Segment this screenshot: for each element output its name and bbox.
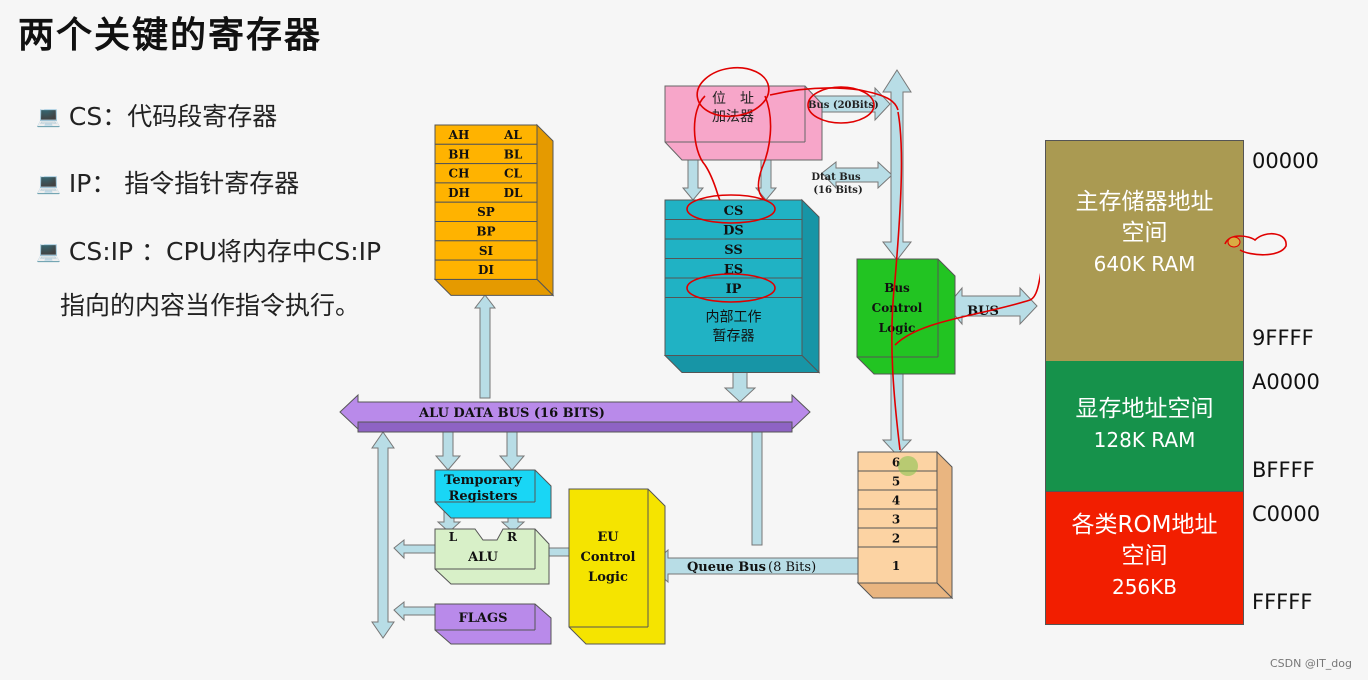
address-adder: 位 址 加法器 — [664, 85, 823, 161]
gp-register-block: AH AL BH BL CH CL DH DL SP BP SI DI — [433, 123, 555, 297]
flags-register: FLAGS — [434, 603, 552, 645]
segment-register: IP — [726, 282, 742, 297]
alu-l-label: L — [449, 530, 458, 544]
svg-text:Control: Control — [872, 301, 923, 315]
alu-data-bus-label: ALU DATA BUS (16 BITS) — [418, 406, 605, 421]
svg-text:Registers: Registers — [449, 489, 518, 504]
bus-control-logic: Bus Control Logic — [856, 258, 956, 375]
queue-slot: 2 — [892, 532, 900, 546]
eu-control-logic: EU Control Logic — [568, 488, 666, 645]
pointer-register: DI — [478, 263, 494, 277]
gp-register-low: DL — [504, 186, 523, 200]
memory-region-rom: 各类ROM地址 空间 256KB — [1045, 492, 1244, 625]
address-end-video: BFFFF — [1252, 458, 1315, 482]
pointer-register: SI — [479, 244, 494, 258]
pointer-register: BP — [476, 225, 495, 239]
queue-slot: 5 — [892, 475, 900, 489]
svg-text:FLAGS: FLAGS — [459, 611, 508, 626]
memory-region-main-ram: 主存储器地址 空间 640K RAM — [1045, 140, 1244, 362]
arrow-bus-to-eu — [751, 431, 763, 546]
queue-slot: 3 — [892, 513, 900, 527]
alu-data-bus: ALU DATA BUS (16 BITS) — [339, 393, 811, 433]
memory-region-video-ram: 显存地址空间 128K RAM — [1045, 361, 1244, 492]
svg-text:Logic: Logic — [879, 321, 916, 335]
instruction-queue: 6 5 4 3 2 1 — [856, 450, 954, 600]
hand-annotations — [686, 66, 1040, 476]
svg-text:Control: Control — [581, 550, 636, 565]
segment-register: SS — [724, 243, 743, 258]
alu-r-label: R — [507, 530, 518, 544]
svg-text:Logic: Logic — [588, 570, 628, 585]
pointer-register: SP — [477, 205, 495, 219]
bullet-csip-continuation: 指向的内容当作指令执行。 — [60, 291, 361, 320]
segment-register: CS — [724, 204, 744, 219]
address-end-rom: FFFFF — [1252, 590, 1313, 614]
address-start-rom: C0000 — [1252, 502, 1321, 526]
queue-bus-label-normal: (8 Bits) — [768, 560, 816, 575]
gp-register-high: CH — [449, 167, 470, 181]
computer-icon: 💻 — [36, 239, 61, 263]
address-start-video: A0000 — [1252, 370, 1320, 394]
svg-text:Temporary: Temporary — [444, 473, 522, 488]
gp-register-low: CL — [504, 167, 523, 181]
arrow-bus-to-queue — [881, 371, 913, 456]
alu-block: L R ALU — [434, 528, 550, 585]
memory-annotation — [1224, 233, 1287, 256]
gp-register-low: BL — [504, 147, 523, 161]
segment-register: DS — [723, 224, 744, 239]
queue-slot: 6 — [892, 456, 900, 470]
address-start-main: 00000 — [1252, 149, 1319, 173]
svg-text:EU: EU — [597, 530, 619, 545]
svg-text:Bus: Bus — [884, 281, 910, 295]
arrow-gp-to-bus — [473, 294, 497, 399]
queue-bus-label-bold: Queue Bus — [687, 560, 766, 575]
bullet-ip: 💻IP： 指令指针寄存器 — [36, 169, 300, 198]
arrow-bus-temp-2 — [498, 431, 526, 471]
address-end-main: 9FFFF — [1252, 326, 1314, 350]
cpu-diagram: ALU DATA BUS (16 BITS) AH AL BH BL CH CL DH DL S… — [339, 66, 1040, 645]
bullet-csip: 💻CS:IP ：CPU将内存中CS:IP — [36, 237, 382, 266]
page-title: 两个关键的寄存器 — [18, 14, 323, 56]
computer-icon: 💻 — [36, 171, 61, 195]
adder-label-2: 加法器 — [712, 109, 754, 125]
queue-slot: 1 — [892, 559, 900, 573]
queue-slot: 4 — [892, 494, 900, 508]
arrow-bus-flags-vertical — [371, 431, 395, 639]
arrow-to-flags — [393, 600, 438, 622]
data-bus-label-2: (16 Bits) — [813, 185, 862, 196]
computer-icon: 💻 — [36, 104, 61, 128]
segment-register: ES — [724, 263, 743, 278]
gp-register-high: DH — [448, 186, 470, 200]
arrow-to-alu — [393, 538, 438, 560]
internal-temp-label-1: 内部工作 — [706, 310, 762, 326]
internal-temp-label-2: 暂存器 — [713, 329, 755, 345]
temporary-registers: Temporary Registers — [434, 469, 552, 519]
credit: CSDN @IT_dog — [1269, 657, 1352, 670]
gp-register-low: AL — [503, 128, 522, 142]
gp-register-high: BH — [448, 147, 469, 161]
bullet-cs: 💻CS：代码段寄存器 — [36, 102, 278, 131]
arrow-bus-temp-1 — [434, 431, 462, 471]
addr-bus-label: Bus (20Bits) — [808, 100, 879, 111]
gp-register-high: AH — [448, 128, 470, 142]
adder-label-1: 位 址 — [712, 91, 754, 107]
data-bus-label-1: Dtat Bus — [811, 172, 861, 183]
alu-label: ALU — [467, 550, 499, 565]
